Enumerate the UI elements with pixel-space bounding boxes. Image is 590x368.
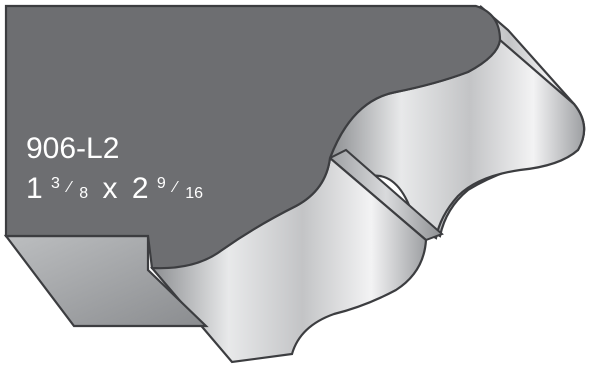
dimension-frac-1-den: 8 — [79, 185, 88, 202]
profile-dimension-label: 1 3 ⁄ 8 x 2 9 ⁄ 16 — [26, 162, 203, 205]
dimension-frac-1-slash: ⁄ — [64, 179, 73, 196]
profile-model-label: 906-L2 — [26, 132, 119, 165]
molding-profile-face — [4, 4, 502, 270]
dimension-frac-2-slash: ⁄ — [170, 179, 179, 196]
dimension-whole-2: 2 — [132, 172, 149, 205]
dimension-frac-2-den: 16 — [185, 185, 203, 202]
dimension-frac-2-num: 9 — [157, 175, 166, 192]
dimension-frac-1-num: 3 — [51, 175, 60, 192]
dimension-separator: x — [103, 172, 118, 205]
dimension-whole-1: 1 — [26, 172, 43, 205]
